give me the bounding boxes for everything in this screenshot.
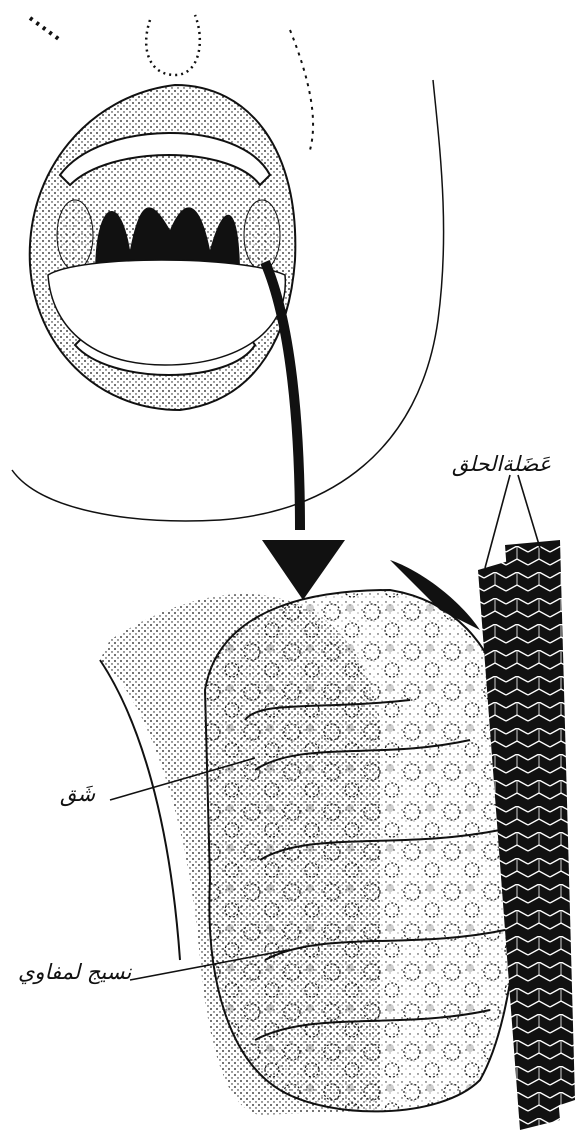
right-tonsil [244, 200, 280, 270]
open-mouth [30, 85, 296, 410]
label-crypt: شَق [60, 782, 95, 806]
tonsil-section [100, 560, 520, 1115]
label-lymphoid-tissue: نسيج لمفاوي [18, 960, 131, 984]
leader-muscle-2 [518, 475, 540, 548]
label-constrictor-muscle: عَضَلةالحلق [452, 452, 551, 476]
left-tonsil [57, 200, 93, 270]
